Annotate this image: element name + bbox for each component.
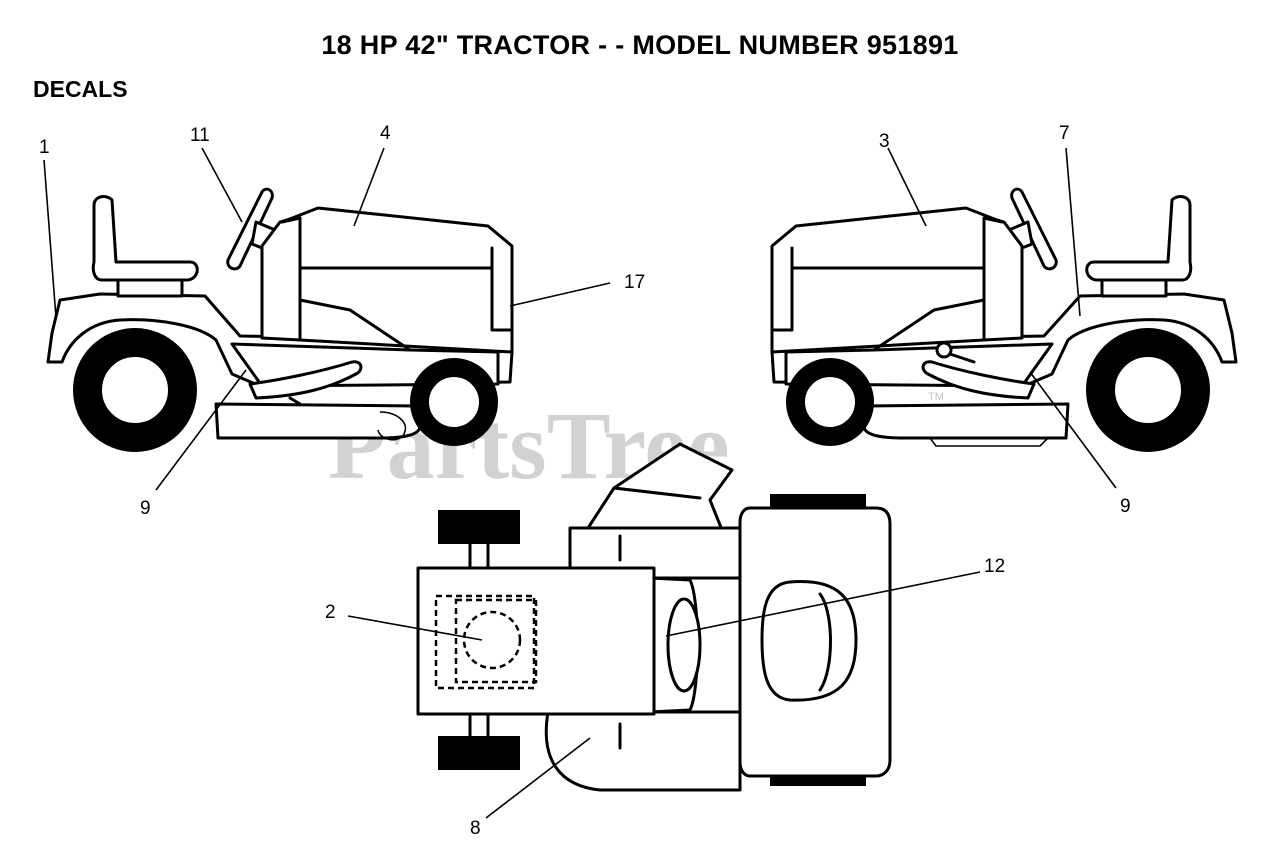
top-seat [760,580,858,702]
left-seat-base [116,278,184,298]
leader-lines [43,147,1117,819]
right-ignition-key [935,341,953,359]
watermark-tm: TM [928,391,944,403]
callout-2: 2 [325,602,336,623]
left-hood [280,206,514,354]
right-mower-deck [862,402,1070,440]
callout-4: 4 [380,123,391,144]
top-steering-wheel [666,597,702,693]
top-hood-decal-outline [434,594,536,690]
callout-12: 12 [984,556,1005,577]
right-seat-base [1100,278,1168,298]
tractor-right-side-view [770,187,1238,452]
top-front-wheel-upper [438,510,520,544]
callout-1: 1 [39,137,50,158]
callout-9-right: 9 [1120,496,1131,517]
callout-3: 3 [879,131,890,152]
left-seat-back [91,195,199,282]
callout-7: 7 [1059,123,1070,144]
right-seat-back [1085,195,1193,282]
top-rear-wheel-upper [770,494,866,510]
right-hood [770,206,1004,354]
callout-8: 8 [470,818,481,839]
top-hood-decal-circle [462,610,522,670]
right-pedal [921,360,1036,400]
right-steering-wheel [1010,187,1058,271]
top-front-wheel-lower [438,736,520,770]
diagram-title: 18 HP 42" TRACTOR - - MODEL NUMBER 95189… [321,30,959,60]
left-steering-wheel [226,187,274,271]
callout-9-left: 9 [140,498,151,519]
tractor-left-side-view [46,187,514,452]
section-label: DECALS [33,76,128,102]
tractor-top-view [416,442,892,792]
callout-17: 17 [624,272,645,293]
callout-11: 11 [190,125,210,146]
left-pedal [248,360,363,400]
left-mower-deck [214,402,422,440]
